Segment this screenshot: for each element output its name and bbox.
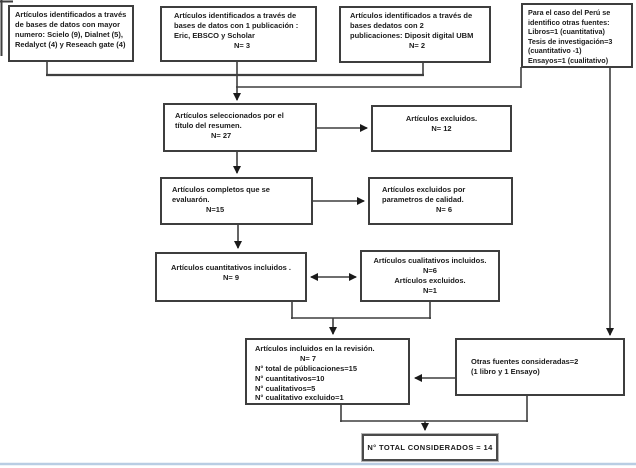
box-quantitative-included: Artículos cuantitativos incluidos . N= 9 — [155, 252, 307, 302]
box-line: Artículos excluidos. — [405, 114, 478, 123]
box-other-sources-considered: Otras fuentes consideradas=2 (1 libro y … — [455, 338, 625, 396]
box-line: bases de datos con 1 publicación : — [174, 20, 299, 30]
box-n-value: N= 6 — [435, 204, 453, 214]
box-sources-major: Artículos identificados a través de base… — [8, 5, 134, 62]
box-line: Artículos identificados a través de — [350, 11, 473, 20]
box-total-considered: N° TOTAL CONSIDERADOS = 14 — [362, 434, 498, 461]
box-line: bases dedatos con 2 — [350, 20, 424, 30]
box-line: Eric, EBSCO y Scholar — [174, 30, 255, 40]
box-n-value: N= 2 — [408, 40, 426, 50]
box-sources-two-pub: Artículos identificados a través de base… — [339, 6, 491, 63]
box-n-value: N= 3 — [233, 40, 251, 50]
box-line: Artículos seleccionados por el — [175, 111, 284, 120]
box-line: Libros=1 (cuantitativa) — [528, 27, 605, 36]
box-line: N° cualitativo excluido=1 — [255, 393, 344, 403]
box-line: (1 libro y 1 Ensayo) — [471, 367, 540, 376]
box-line: Artículos excluidos por — [382, 185, 466, 194]
box-line: Artículos identificados a través — [15, 10, 127, 19]
box-line: Artículos completos que se — [172, 185, 270, 194]
box-qualitative-included: Artículos cualitativos incluidos. N=6 Ar… — [360, 250, 500, 302]
box-n-value: N= 27 — [211, 130, 232, 140]
total-label: N° TOTAL CONSIDERADOS = 14 — [367, 442, 493, 452]
box-line: de bases de datos con mayor — [15, 19, 121, 29]
box-line: Artículos cuantitativos incluidos . — [170, 263, 292, 272]
box-line: Artículos excluidos. — [394, 275, 466, 285]
box-line: título del resumen. — [175, 120, 242, 130]
box-line: parametros de calidad. — [382, 194, 464, 204]
box-line: Ensayos=1 (cualitativo) — [528, 55, 609, 65]
box-line: Otras fuentes consideradas=2 — [471, 357, 579, 367]
box-n-value: N= 9 — [222, 272, 240, 282]
box-line: Artículos identificados a través de — [174, 11, 297, 20]
box-line: numero: Scielo (9), Dialnet (5), — [15, 29, 123, 39]
box-n-value: N=6 — [423, 265, 437, 275]
box-line: publicaciones: Diposit digital UBM — [350, 30, 474, 40]
box-line: Para el caso del Perú se — [528, 8, 611, 17]
box-line: (cuantitativo -1) — [528, 46, 582, 55]
box-line: N° cuantitativos=10 — [255, 373, 325, 383]
box-excluded-by-quality: Artículos excluidos por parametros de ca… — [368, 177, 513, 225]
box-n-value: N= 7 — [300, 353, 317, 363]
box-full-text-evaluated: Artículos completos que se evaluarón. N=… — [160, 177, 313, 225]
box-peru-other-sources: Para el caso del Perú se identifico otra… — [521, 3, 633, 68]
box-n-value: N= 12 — [431, 123, 452, 133]
box-line: N° total de públicaciones=15 — [255, 363, 357, 373]
box-line: Redalyct (4) y Reseach gate (4) — [15, 39, 126, 49]
box-line: evaluarón. — [172, 194, 210, 204]
box-included-in-review: Artículos incluidos en la revisión. N= 7… — [245, 338, 410, 405]
box-line: identifico otras fuentes: — [528, 17, 610, 27]
box-line: Artículos incluidos en la revisión. — [255, 344, 375, 353]
box-selected-by-title: Artículos seleccionados por el título de… — [163, 103, 317, 152]
box-line: Tesis de investigación=3 — [528, 36, 613, 46]
box-line: N° cualitativos=5 — [255, 383, 316, 393]
box-excluded-by-title: Artículos excluidos. N= 12 — [371, 105, 512, 152]
box-n-value: N=1 — [423, 285, 437, 295]
box-line: Artículos cualitativos incluidos. — [373, 256, 487, 265]
box-n-value: N=15 — [206, 204, 225, 214]
box-sources-one-pub: Artículos identificados a través de base… — [160, 6, 317, 62]
